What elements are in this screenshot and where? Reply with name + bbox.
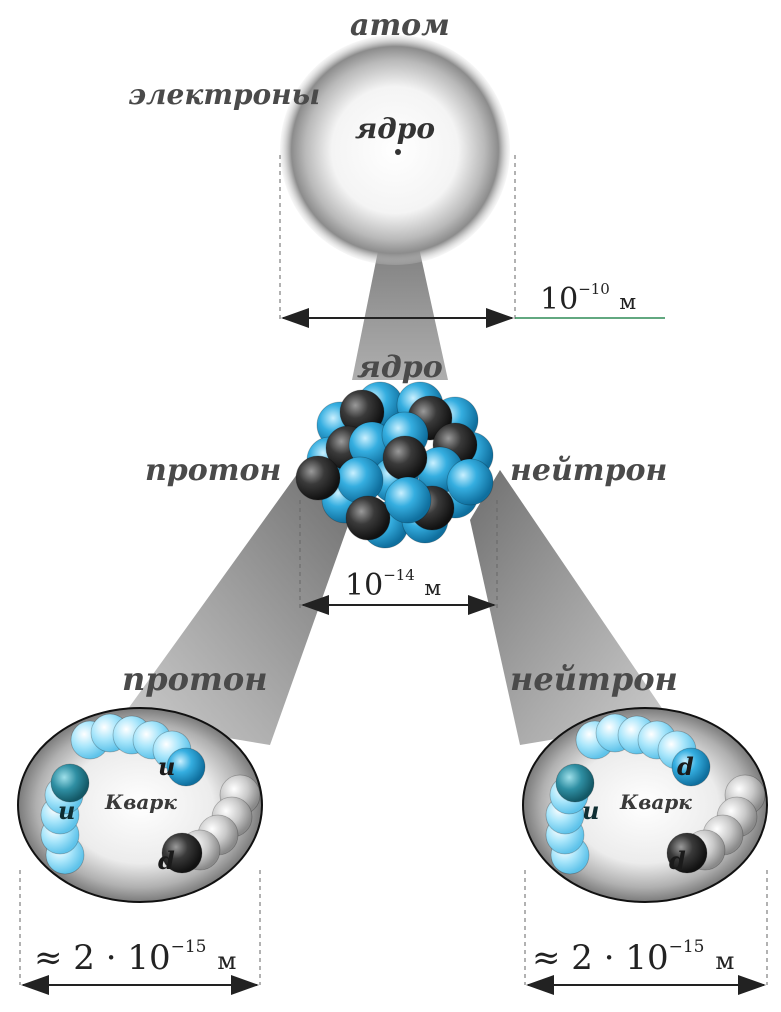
proton-scale-unit: м — [217, 946, 236, 975]
atom — [280, 35, 510, 265]
proton-scale-prefix: ≈ 2 · 10 — [34, 938, 171, 978]
neutron-label-bottom: нейтрон — [510, 660, 678, 698]
proton-sphere — [383, 436, 427, 480]
neutron-sphere — [447, 459, 493, 505]
proton-u-top-label: u — [158, 752, 175, 781]
proton-label-mid: протон — [145, 453, 281, 488]
proton-scale-label: ≈ 2 · 10−15 м — [34, 938, 236, 978]
neutron-scale-unit: м — [715, 946, 734, 975]
neutron-label-mid: нейтрон — [510, 453, 667, 488]
neutron-sphere — [337, 457, 383, 503]
neutron-scale-prefix: ≈ 2 · 10 — [532, 938, 669, 978]
proton-label-bottom: протон — [122, 660, 268, 698]
neutron-scale-exp: −15 — [669, 937, 705, 957]
neutron-scale-label: ≈ 2 · 10−15 м — [532, 938, 734, 978]
neutron-quark-label: Кварк — [620, 790, 692, 814]
nucleus-label-top: ядро — [355, 112, 435, 145]
nucleus-label-mid: ядро — [357, 350, 443, 385]
electrons-label: электроны — [128, 78, 320, 111]
nucleus-scale-label: 10−14 м — [345, 568, 441, 603]
nucleus-scale-unit: м — [424, 576, 441, 601]
proton-quark-label: Кварк — [105, 790, 177, 814]
atom-scale-base: 10 — [540, 282, 578, 317]
nucleus-scale-base: 10 — [345, 568, 383, 603]
atom-scale-unit: м — [619, 290, 636, 315]
proton-scale-exp: −15 — [171, 937, 207, 957]
proton-d-label: d — [158, 846, 175, 875]
nucleus-scale-exp: −14 — [383, 566, 415, 584]
atom-label: атом — [350, 8, 450, 43]
beam-nucleus-to-proton — [120, 470, 350, 745]
nucleus-dot — [395, 149, 401, 155]
proton-sphere — [296, 456, 340, 500]
beam-nucleus-to-neutron — [470, 470, 670, 745]
atom-scale-label: 10−10 м — [540, 282, 636, 317]
atom-scale-exp: −10 — [578, 280, 610, 298]
neutron-d-top-label: d — [677, 752, 694, 781]
proton-u-side-label: u — [58, 796, 75, 825]
neutron-d-bottom-label: d — [669, 846, 686, 875]
proton-sphere — [346, 496, 390, 540]
neutron-sphere — [385, 477, 431, 523]
neutron-u-side-label: u — [582, 796, 599, 825]
